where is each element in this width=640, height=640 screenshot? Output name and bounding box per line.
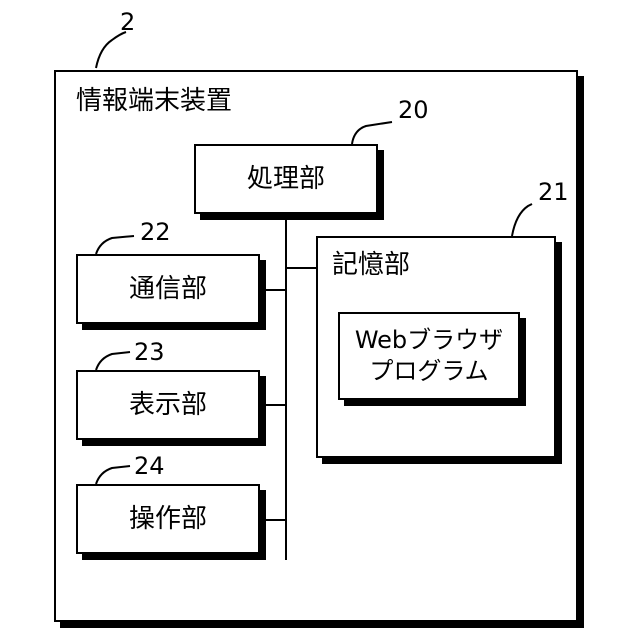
comm-ref: 22 [140,220,171,244]
processor-ref: 20 [398,98,429,122]
processor-label: 処理部 [247,166,325,192]
operation-ref: 24 [134,454,165,478]
display-box: 表示部 [76,370,260,440]
program-label-line2: プログラム [369,356,488,387]
operation-label: 操作部 [129,506,207,532]
display-ref: 23 [134,340,165,364]
storage-ref: 21 [538,180,569,204]
storage-label: 記憶部 [332,252,410,278]
comm-box: 通信部 [76,254,260,324]
operation-box: 操作部 [76,484,260,554]
processor-box: 処理部 [194,144,378,214]
program-label-line1: Webブラウザ [355,325,503,356]
display-label: 表示部 [129,392,207,418]
program-box: Webブラウザ プログラム [338,312,520,400]
comm-label: 通信部 [129,276,207,302]
